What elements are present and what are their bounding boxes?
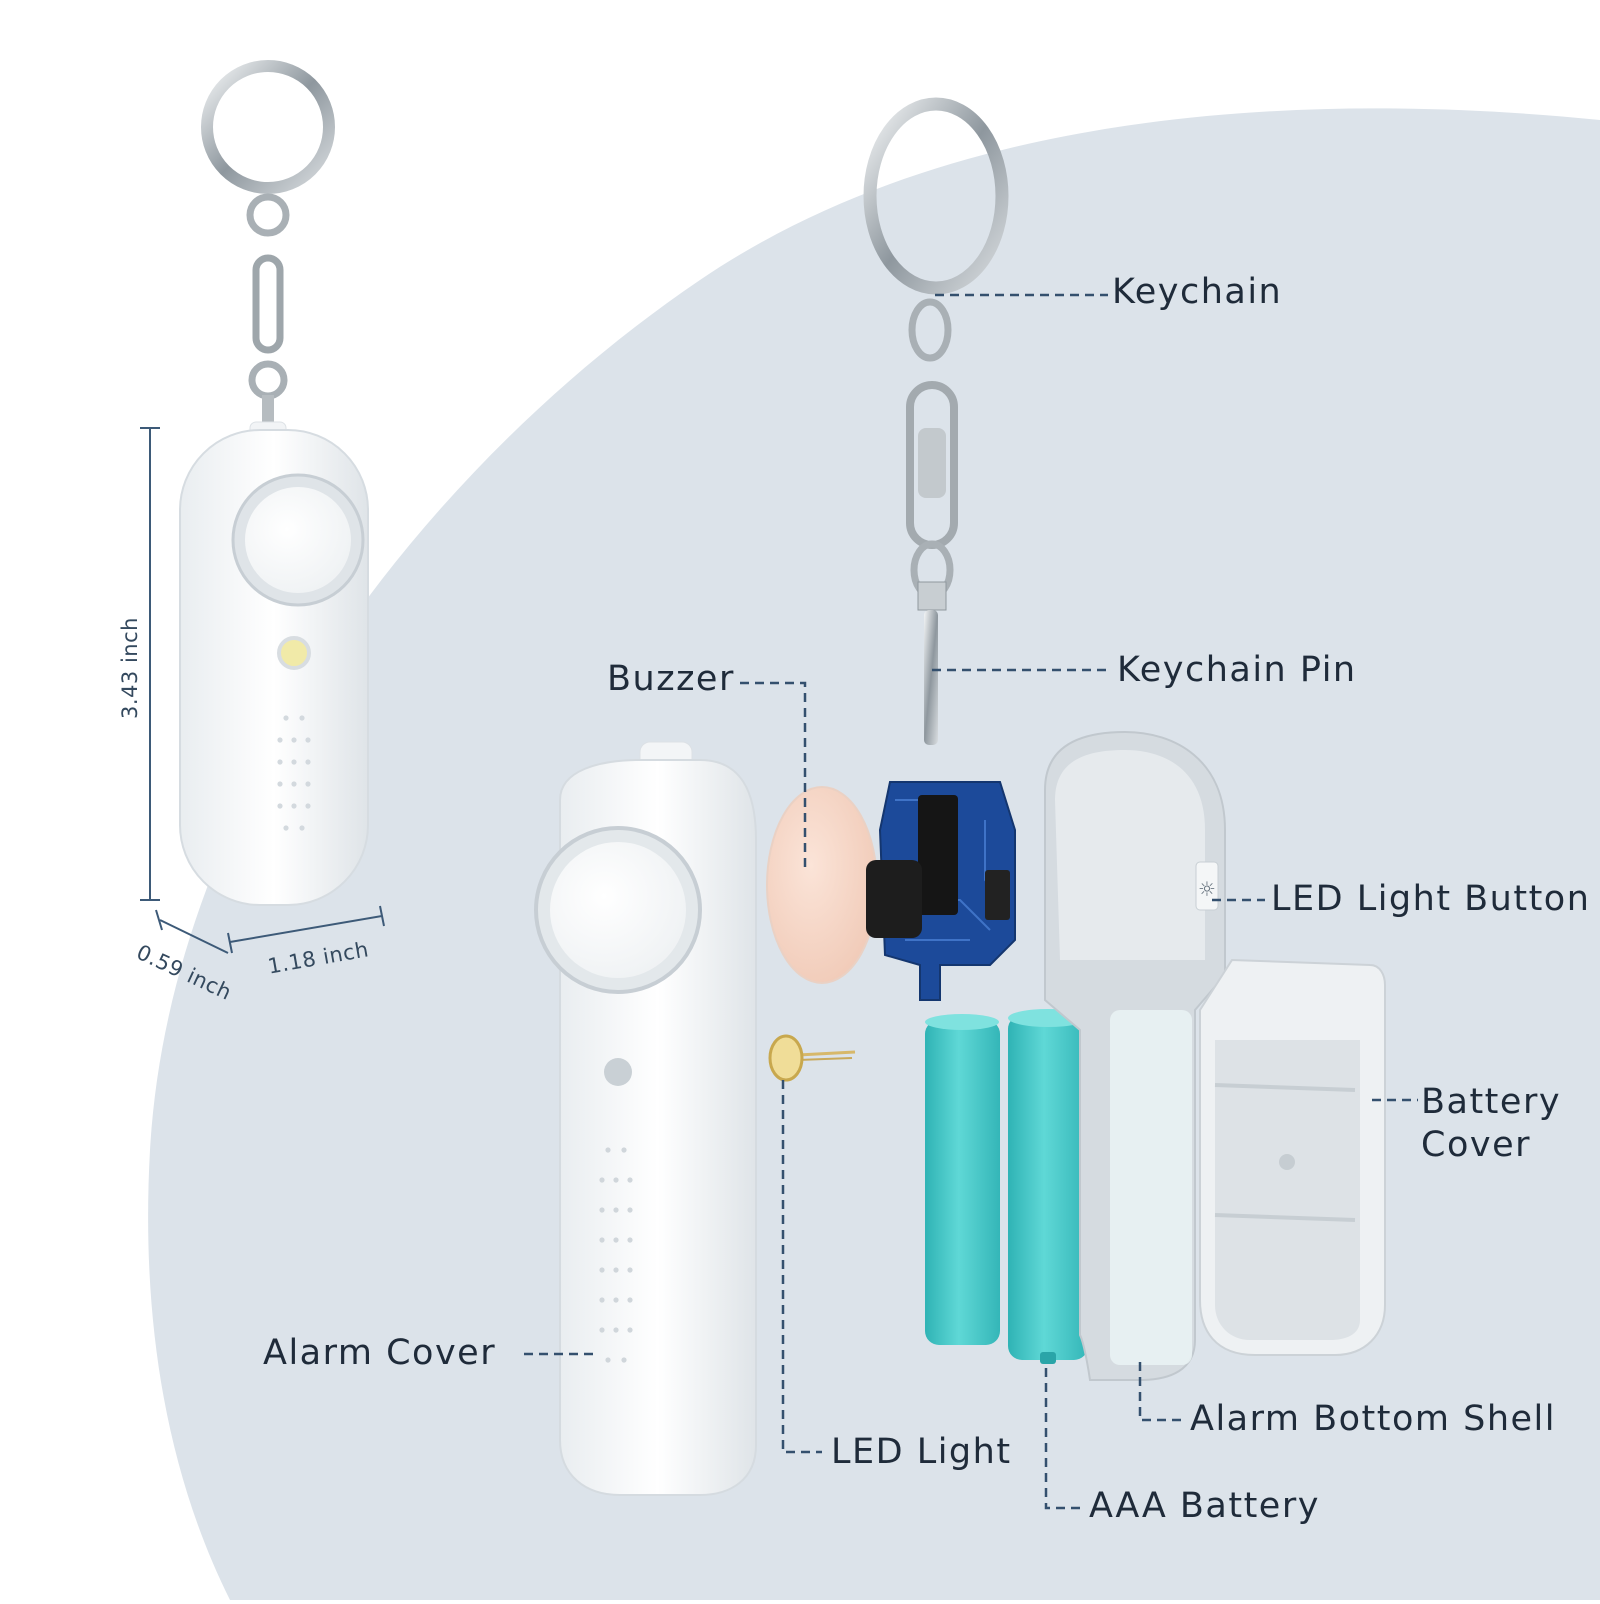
battery-left (925, 1020, 1000, 1345)
cover-speaker-grille (599, 1147, 633, 1363)
buzzer-label: Buzzer (607, 659, 735, 699)
dimension-lines (140, 427, 385, 954)
aaa-battery-label: AAA Battery (1089, 1486, 1320, 1526)
alarm-cover-part (534, 741, 757, 1496)
cover-led-hole-icon (604, 1058, 632, 1086)
cover-button (550, 842, 686, 978)
leader-lines (524, 293, 1418, 1510)
buzzer-disc (766, 786, 878, 984)
keychain-label: Keychain (1112, 272, 1283, 312)
keyring-link-icon (246, 193, 290, 237)
assembled-alarm (179, 60, 369, 906)
height-dimension-label: 3.43 inch (118, 617, 142, 719)
battery-cover-part (1199, 958, 1386, 1356)
led-component (768, 1034, 856, 1082)
alarm-bottom-shell-part: ☼ (1044, 730, 1226, 1381)
swivel-icon (252, 254, 284, 354)
light-button-icon: ☼ (1198, 877, 1216, 901)
alarm-cover-label: Alarm Cover (263, 1333, 497, 1373)
alarm-bottom-shell-label: Alarm Bottom Shell (1190, 1399, 1556, 1439)
battery-cover-label-line1: Battery (1421, 1082, 1562, 1122)
battery-cover-label-line2: Cover (1421, 1125, 1531, 1165)
pcb-board (866, 781, 1016, 1064)
speaker-grille (277, 715, 311, 831)
alarm-button (245, 487, 351, 593)
led-light-button-label: LED Light Button (1271, 879, 1591, 919)
keychain-ring-icon (863, 97, 1009, 295)
keychain-part (863, 97, 1009, 600)
led-light-icon (277, 636, 311, 670)
keychain-pin-part (917, 581, 947, 745)
battery-right (1008, 1015, 1088, 1360)
led-light-label: LED Light (831, 1432, 1012, 1472)
aaa-batteries (925, 1009, 1088, 1364)
keyring-icon (201, 60, 335, 194)
keychain-pin-label: Keychain Pin (1117, 650, 1357, 690)
